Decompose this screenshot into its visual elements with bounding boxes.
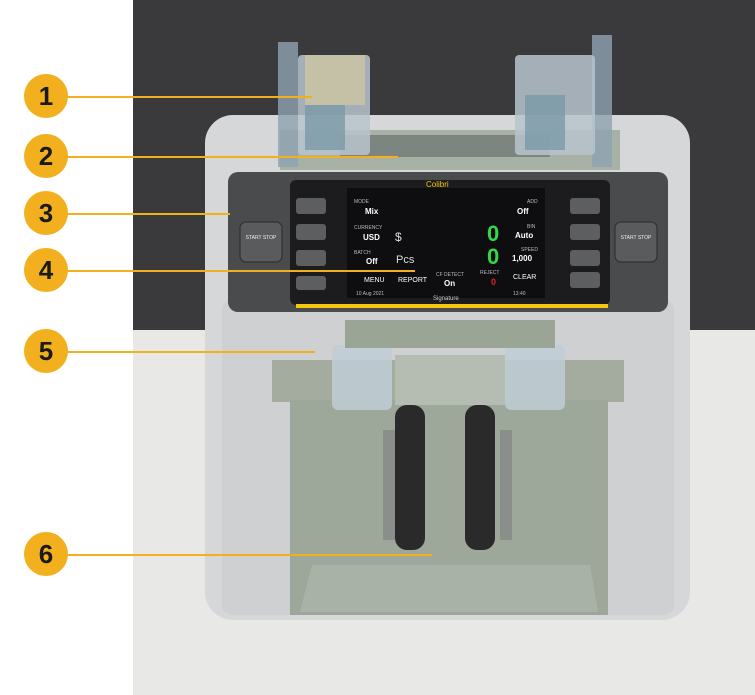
- panel-accent-strip: [296, 304, 608, 308]
- speed-label: SPEED: [521, 247, 538, 253]
- feeder-slot: [340, 135, 550, 157]
- amount-counter: 0: [487, 221, 500, 246]
- callout-line-5: [50, 351, 315, 353]
- screen-side-buttons-left: [296, 198, 326, 290]
- batch-label: BATCH: [354, 250, 371, 256]
- start-stop-right-button[interactable]: [614, 221, 658, 263]
- report-button[interactable]: REPORT: [398, 277, 428, 284]
- reject-pocket: [345, 320, 555, 348]
- left-stacker-guard: [332, 345, 392, 410]
- callout-badge-3: 3: [24, 191, 68, 235]
- signature-label: Signature: [433, 296, 459, 302]
- pcs-label: Pcs: [396, 254, 415, 266]
- currency-value: USD: [363, 233, 380, 242]
- callout-badge-4: 4: [24, 248, 68, 292]
- stacker-front-lip: [300, 565, 598, 612]
- add-value: Off: [517, 207, 529, 216]
- bin-value: Auto: [515, 231, 534, 240]
- cf-detect-value: On: [444, 279, 456, 288]
- callout-badge-5: 5: [24, 329, 68, 373]
- currency-symbol: $: [395, 230, 402, 244]
- menu-button[interactable]: MENU: [364, 277, 385, 284]
- right-hopper-guide: [515, 35, 612, 167]
- reject-value: 0: [491, 277, 497, 287]
- lcd-screen: [347, 188, 545, 298]
- currency-label: CURRENCY: [354, 225, 383, 231]
- callout-badge-2: 2: [24, 134, 68, 178]
- callout-badge-1: 1: [24, 74, 68, 118]
- start-stop-left-button[interactable]: [239, 221, 283, 263]
- right-stacker-guard: [505, 345, 565, 410]
- callout-line-1: [50, 96, 312, 98]
- callout-badge-6: 6: [24, 532, 68, 576]
- clear-button[interactable]: CLEAR: [513, 274, 537, 281]
- screen-time: 13:40: [513, 291, 526, 297]
- stacker-center-guide: [395, 355, 505, 405]
- start-stop-left-label: START STOP: [245, 235, 277, 241]
- batch-value: Off: [366, 257, 378, 266]
- add-label: ADD: [527, 199, 538, 205]
- callout-line-6: [50, 554, 432, 556]
- speed-value: 1,000: [512, 254, 533, 263]
- screen-side-buttons-right: [570, 198, 600, 288]
- callout-line-2: [50, 156, 398, 158]
- mode-value: Mix: [365, 207, 379, 216]
- screen-brand: Colibri: [426, 180, 449, 189]
- left-hopper-guide: [278, 42, 370, 167]
- piece-counter: 0: [487, 244, 500, 269]
- callout-line-4: [50, 270, 415, 272]
- right-stacker-wheel: [465, 405, 512, 550]
- reject-label: REJECT: [480, 270, 500, 276]
- screen-date: 10 Aug 2021: [356, 291, 385, 297]
- bin-label: BIN: [527, 224, 536, 230]
- start-stop-right-label: START STOP: [620, 235, 652, 241]
- cf-detect-label: CF DETECT: [436, 272, 465, 278]
- mode-label: MODE: [354, 199, 369, 205]
- callout-line-3: [50, 213, 230, 215]
- left-stacker-wheel: [383, 405, 425, 550]
